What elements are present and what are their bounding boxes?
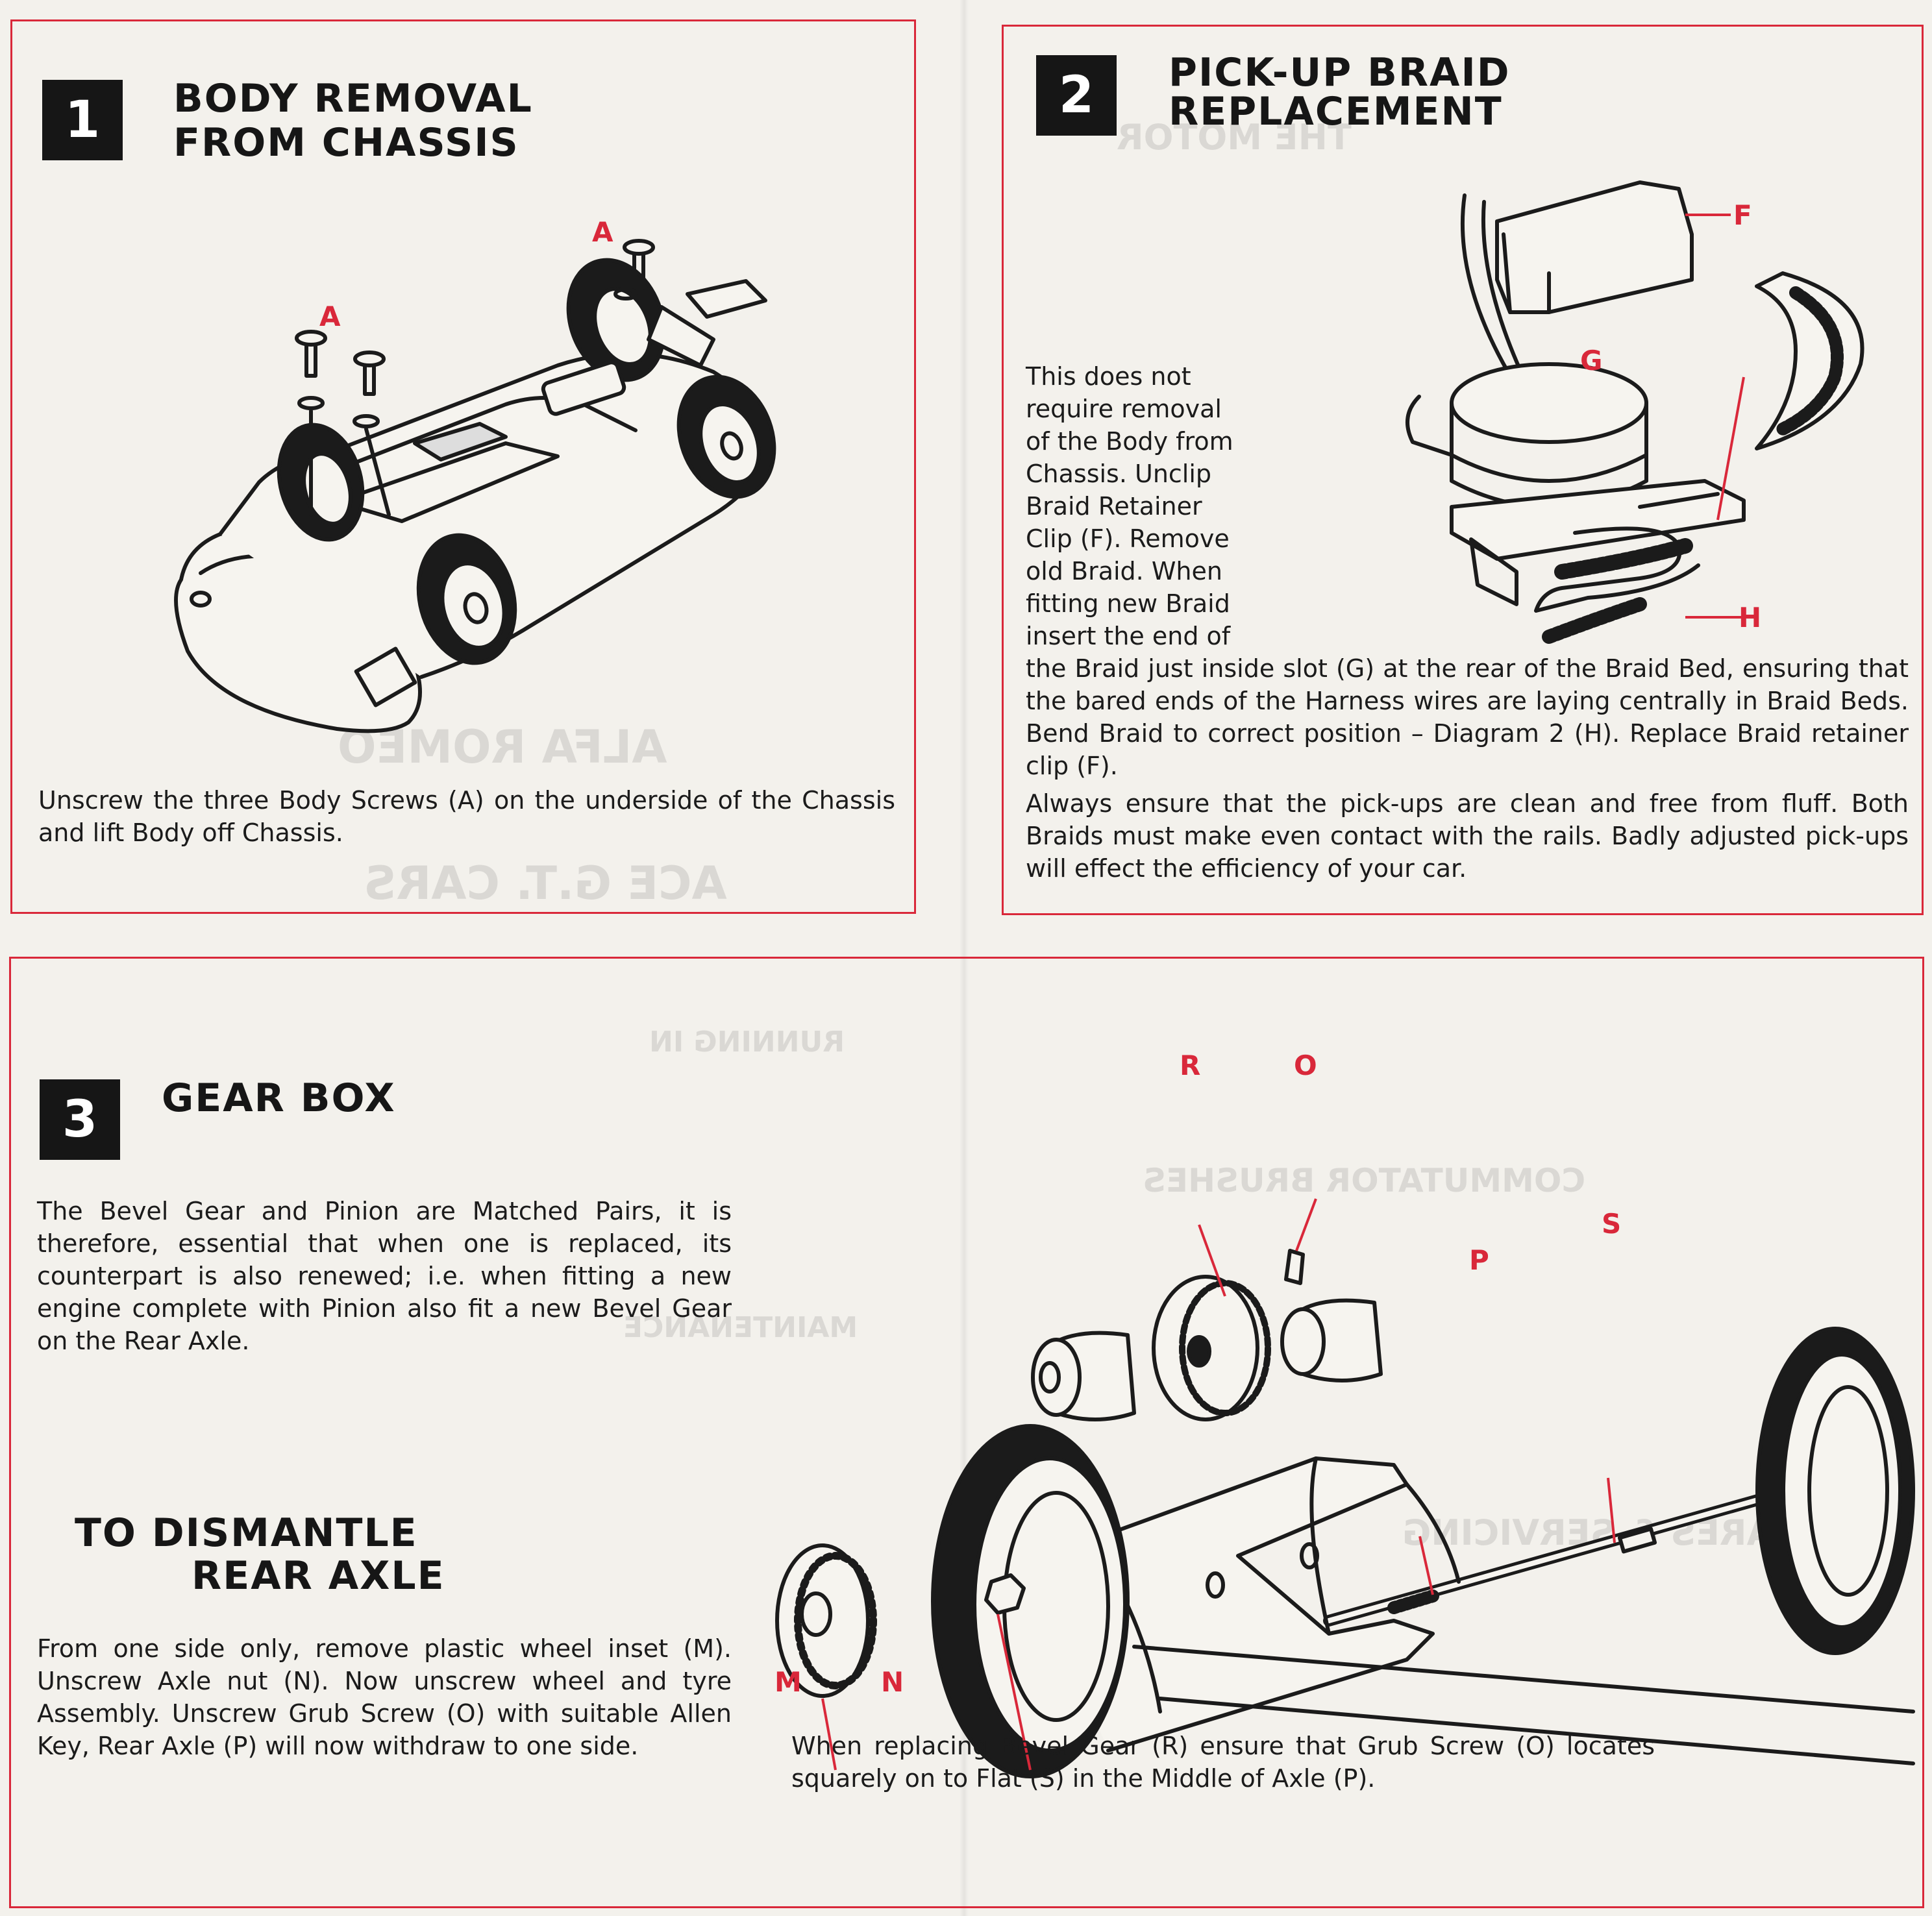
panel-gear-box: 3 GEAR BOX The Bevel Gear and Pinion are… xyxy=(9,957,1924,1908)
braid-illustration xyxy=(1406,180,1864,644)
replacing-instructions: When replacing Bevel Gear (R) ensure tha… xyxy=(791,1732,1655,1793)
label-a-left: A xyxy=(319,301,341,332)
chassis-illustration xyxy=(174,239,776,733)
step-number-1: 1 xyxy=(42,80,123,160)
panel1-title-line2: FROM CHASSIS xyxy=(173,120,519,166)
gearbox-instructions: The Bevel Gear and Pinion are Matched Pa… xyxy=(37,1197,732,1355)
label-g: G xyxy=(1580,345,1603,376)
text-line: This does not xyxy=(1026,362,1191,391)
text-line: fitting new Braid xyxy=(1026,589,1230,618)
label-r: R xyxy=(1180,1050,1201,1081)
label-a-top: A xyxy=(592,216,613,248)
panel2-instructions-column: This does not require removal of the Bod… xyxy=(1026,360,1272,652)
panel2-maintenance-note: Always ensure that the pick-ups are clea… xyxy=(1026,789,1909,883)
label-f: F xyxy=(1733,199,1752,231)
label-h: H xyxy=(1739,602,1762,633)
dismantle-title-line1: TO DISMANTLE xyxy=(75,1510,418,1556)
text-line: old Braid. When xyxy=(1026,557,1222,585)
dismantle-title-line2: REAR AXLE xyxy=(192,1553,445,1599)
label-p: P xyxy=(1469,1244,1489,1276)
text-line: Chassis. Unclip xyxy=(1026,460,1212,488)
panel1-instructions: Unscrew the three Body Screws (A) on the… xyxy=(38,786,895,847)
label-n: N xyxy=(881,1666,904,1698)
rear-axle-illustration xyxy=(775,1198,1915,1778)
text-line: Clip (F). Remove xyxy=(1026,524,1230,553)
text-line: Braid Retainer xyxy=(1026,492,1202,521)
text-line: require removal xyxy=(1026,395,1222,423)
text-line: of the Body from xyxy=(1026,427,1233,456)
label-o: O xyxy=(1294,1050,1317,1081)
label-s: S xyxy=(1602,1208,1622,1240)
panel3-title: GEAR BOX xyxy=(162,1075,396,1121)
panel-body-removal: 1 BODY REMOVAL FROM CHASSIS xyxy=(10,19,916,914)
dismantle-instructions: From one side only, remove plastic wheel… xyxy=(37,1634,732,1760)
panel1-title-line1: BODY REMOVAL xyxy=(173,76,533,121)
panel-pickup-braid: 2 PICK-UP BRAID REPLACEMENT xyxy=(1002,25,1924,915)
panel2-instructions-full: the Braid just inside slot (G) at the re… xyxy=(1026,654,1909,780)
panel2-title-line2: REPLACEMENT xyxy=(1169,89,1503,134)
label-m: M xyxy=(774,1666,802,1698)
step-number-2: 2 xyxy=(1036,55,1117,136)
step-number-3: 3 xyxy=(40,1079,120,1160)
text-line: insert the end of xyxy=(1026,622,1231,650)
panel2-title-line1: PICK-UP BRAID xyxy=(1169,50,1511,95)
